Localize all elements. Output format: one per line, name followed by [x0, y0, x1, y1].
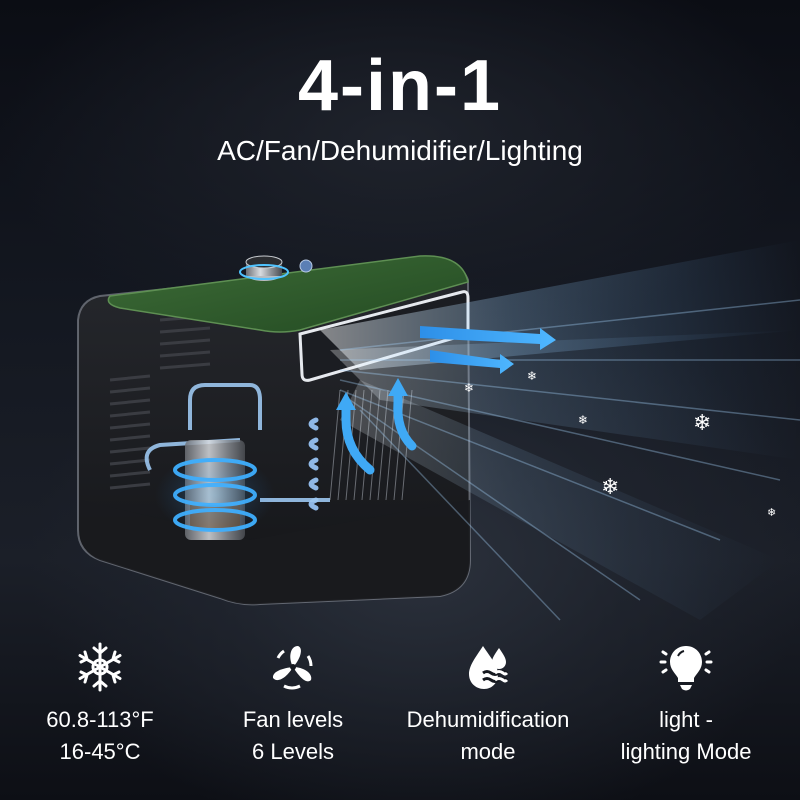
cooling-fahrenheit-range: 60.8-113°F [46, 707, 154, 732]
feature-fan: Fan levels 6 Levels [193, 640, 393, 768]
lighting-label: light - [659, 707, 713, 732]
feature-cooling: 60.8-113°F 16-45°C [0, 640, 200, 768]
headline: 4-in-1 [297, 46, 503, 126]
feature-lighting: light - lighting Mode [586, 640, 786, 768]
subheadline: AC/Fan/Dehumidifier/Lighting [217, 135, 583, 166]
svg-text:❄: ❄ [601, 475, 619, 500]
feature-dehumidify: Dehumidification mode [388, 640, 588, 768]
water-drop-icon [469, 646, 509, 689]
svg-text:❄: ❄ [464, 381, 474, 395]
snowflake-icon [78, 642, 122, 692]
lighting-mode: lighting Mode [620, 739, 752, 764]
cooling-celsius-range: 16-45°C [59, 739, 141, 764]
dehumidification-mode: mode [460, 739, 516, 764]
svg-text:❄: ❄ [693, 411, 711, 436]
fan-levels-value: 6 Levels [252, 739, 334, 764]
dehumidification-label: Dehumidification [406, 707, 570, 732]
product-image: ❄ ❄ ❄ ❄ ❄ ❄ [77, 240, 800, 621]
feature-list: 60.8-113°F 16-45°C Fan levels 6 Levels [0, 640, 800, 790]
fan-icon [272, 646, 313, 690]
light-bulb-icon [659, 646, 713, 691]
fan-levels-label: Fan levels [242, 707, 344, 732]
svg-text:❄: ❄ [527, 369, 537, 383]
svg-text:❄: ❄ [578, 413, 588, 427]
svg-text:❄: ❄ [767, 506, 776, 519]
